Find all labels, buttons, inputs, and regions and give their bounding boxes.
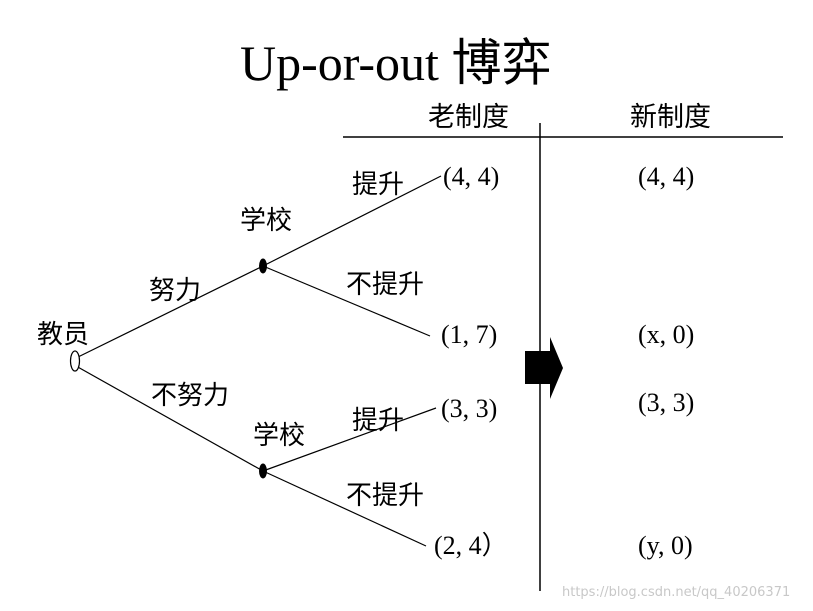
payoff-old-1: (4, 4) (443, 162, 500, 191)
watermark: https://blog.csdn.net/qq_40206371 (562, 585, 791, 600)
upper-not-promote-label: 不提升 (346, 270, 425, 300)
lower-not-promote-label: 不提升 (346, 481, 425, 511)
payoff-new-4: (y, 0) (638, 531, 693, 560)
action-effort-label: 努力 (149, 276, 202, 306)
header-old-system: 老制度 (428, 102, 509, 133)
payoff-old-3: (3, 3) (441, 394, 498, 423)
payoff-old-4: (2, 4） (434, 531, 508, 560)
header-new-system: 新制度 (630, 102, 711, 133)
payoff-new-1: (4, 4) (638, 162, 695, 191)
root-node (69, 350, 81, 372)
edge-lower-promote (262, 407, 437, 472)
payoff-new-3: (3, 3) (638, 388, 695, 417)
school-upper-label: 学校 (240, 206, 293, 236)
lower-promote-label: 提升 (352, 406, 405, 436)
upper-promote-label: 提升 (352, 170, 405, 200)
transition-arrow-icon (525, 337, 563, 399)
payoff-new-2: (x, 0) (638, 320, 695, 349)
school-lower-label: 学校 (253, 421, 306, 451)
root-player-label: 教员 (37, 320, 90, 350)
edge-no-effort (75, 365, 264, 472)
edge-lower-not-promote (262, 470, 427, 547)
page-title: Up-or-out 博弈 (240, 35, 552, 91)
edge-upper-promote (262, 175, 442, 267)
school-node-lower (259, 463, 267, 479)
action-no-effort-label: 不努力 (151, 381, 230, 411)
school-node-upper (259, 258, 267, 274)
edge-effort (75, 265, 264, 359)
payoff-old-2: (1, 7) (441, 320, 498, 349)
edge-upper-not-promote (262, 265, 431, 337)
